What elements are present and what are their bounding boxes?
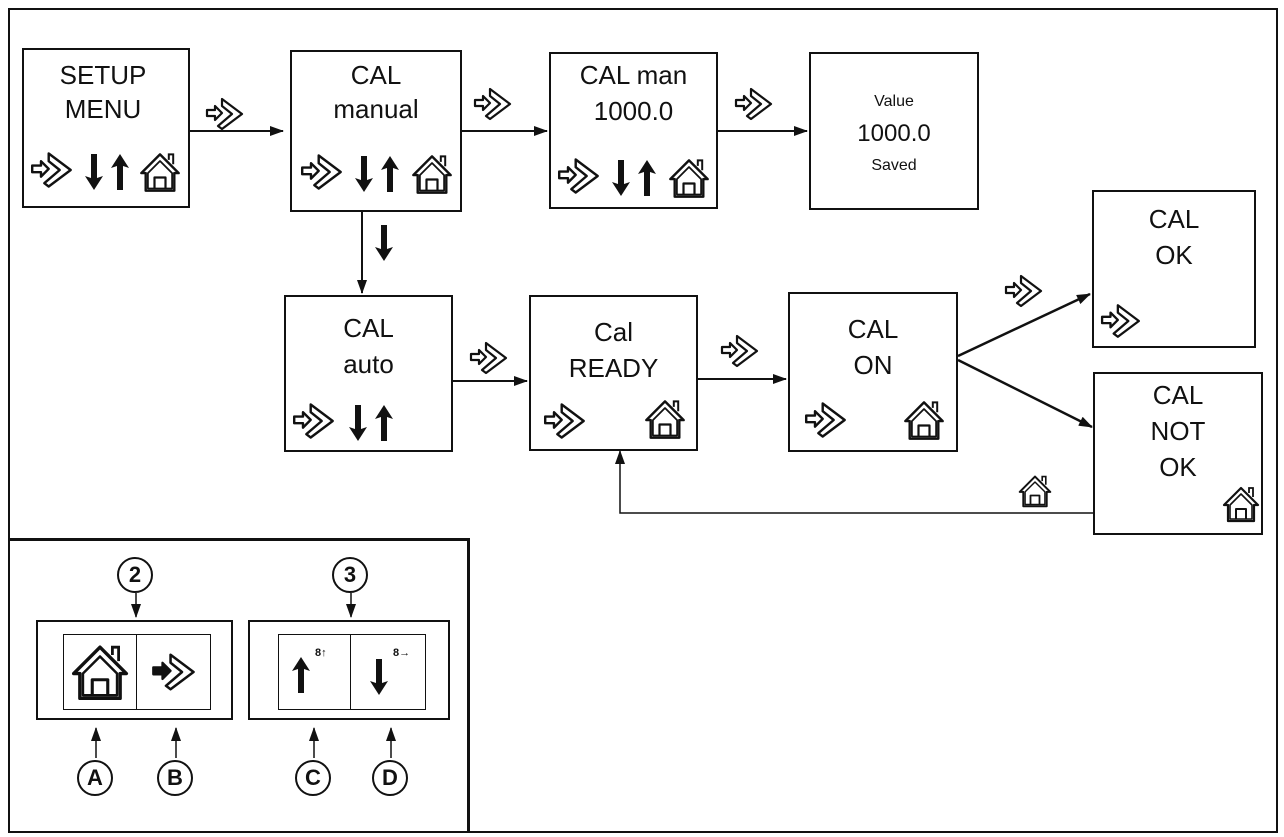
- legend-panel: [8, 538, 470, 833]
- legend-sup-up: 8↑: [315, 647, 327, 659]
- legend-letter-d: D: [372, 760, 408, 796]
- legend-cell-down: 8→: [350, 634, 426, 710]
- connector-cal-on-to-cal-not-ok: [957, 358, 1093, 429]
- node-cal-ready: Cal READY: [529, 295, 698, 451]
- arrow-up-icon: [637, 158, 657, 198]
- home-icon: [667, 156, 711, 200]
- node-cal-man: CAL man 1000.0: [549, 52, 718, 209]
- node-line: CAL: [1152, 380, 1204, 410]
- enter-icon: [30, 150, 74, 190]
- enter-icon: [543, 401, 587, 441]
- enter-icon: [557, 156, 601, 196]
- enter-icon: [205, 96, 245, 132]
- node-line: Cal: [593, 317, 633, 347]
- legend-sup-down: 8→: [393, 647, 411, 659]
- node-line: CAL: [343, 313, 394, 343]
- home-icon: [1221, 484, 1261, 524]
- home-icon: [643, 397, 687, 441]
- legend-letter-b: B: [157, 760, 193, 796]
- node-line: MENU: [64, 94, 142, 124]
- node-line: Saved: [871, 157, 917, 174]
- node-line: SETUP: [59, 60, 147, 90]
- arrow-down-icon: [84, 152, 104, 192]
- node-cal-manual: CAL manual: [290, 50, 462, 212]
- node-line: OK: [1159, 452, 1197, 482]
- legend-cell-home: [63, 634, 137, 710]
- diagram-frame: [8, 8, 1278, 833]
- node-line: CAL: [350, 60, 402, 90]
- node-line: CAL man: [579, 60, 688, 90]
- connector-cal-not-ok-to-cal-ready: [615, 450, 1093, 514]
- enter-icon: [469, 340, 509, 376]
- arrow-up-icon: [110, 152, 130, 192]
- node-cal-on: CAL ON: [788, 292, 958, 452]
- enter-icon: [292, 401, 336, 441]
- home-icon: [410, 152, 454, 196]
- legend-group-3: 8↑ 8→: [248, 620, 450, 720]
- legend-cell-up: 8↑: [278, 634, 351, 710]
- enter-icon: [1004, 273, 1044, 309]
- node-line: manual: [333, 94, 419, 124]
- enter-icon: [734, 86, 774, 122]
- node-line: auto: [343, 349, 394, 379]
- legend-letter-c: C: [295, 760, 331, 796]
- node-line: CAL: [1148, 204, 1200, 234]
- node-line: Value: [874, 93, 914, 110]
- arrow-down-icon: [354, 154, 374, 194]
- node-line: ON: [853, 350, 893, 380]
- arrow-down-icon: [369, 655, 389, 699]
- arrow-down-icon: [374, 223, 394, 263]
- arrow-down-icon: [611, 158, 631, 198]
- arrow-up-icon: [291, 653, 311, 697]
- enter-icon: [720, 333, 760, 369]
- legend-group-2: [36, 620, 233, 720]
- home-icon: [1017, 473, 1053, 509]
- enter-icon: [300, 152, 344, 192]
- arrow-up-icon: [380, 154, 400, 194]
- node-line: 1000.0: [593, 96, 674, 126]
- node-line: CAL: [847, 314, 899, 344]
- node-line: READY: [568, 353, 659, 383]
- legend-letter-a: A: [77, 760, 113, 796]
- connector-cal-on-to-cal-ok: [957, 292, 1091, 358]
- node-line: NOT: [1150, 416, 1206, 446]
- legend-number-2: 2: [117, 557, 153, 593]
- enter-icon: [473, 86, 513, 122]
- arrow-up-icon: [374, 403, 394, 443]
- arrow-down-icon: [348, 403, 368, 443]
- enter-icon: [804, 400, 848, 440]
- node-setup-menu: SETUP MENU: [22, 48, 190, 208]
- node-cal-not-ok: CAL NOT OK: [1093, 372, 1263, 535]
- node-value-saved: Value 1000.0 Saved: [809, 52, 979, 210]
- node-cal-auto: CAL auto: [284, 295, 453, 452]
- node-line: OK: [1155, 240, 1193, 270]
- enter-icon: [1100, 302, 1142, 340]
- enter-icon: [151, 651, 197, 693]
- node-line: 1000.0: [857, 120, 931, 147]
- node-cal-ok: CAL OK: [1092, 190, 1256, 348]
- home-icon: [68, 641, 132, 703]
- home-icon: [902, 398, 946, 442]
- legend-cell-enter: [136, 634, 211, 710]
- home-icon: [138, 150, 182, 194]
- legend-number-3: 3: [332, 557, 368, 593]
